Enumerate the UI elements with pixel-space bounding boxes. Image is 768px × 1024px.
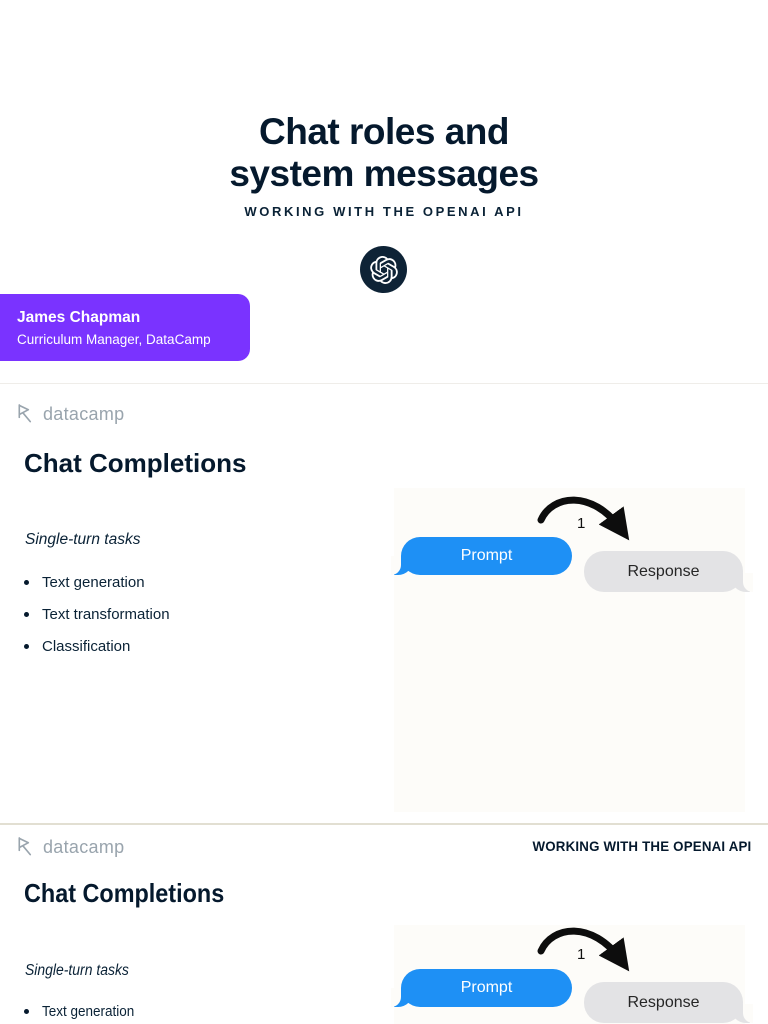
bullet-dot (24, 643, 29, 649)
datacamp-mark-icon (18, 404, 32, 423)
author-role: Curriculum Manager, DataCamp (17, 332, 211, 347)
prompt-label: Prompt (460, 979, 513, 996)
prompt-response-diagram: 1 Prompt Response (391, 488, 753, 812)
list-item: Text generation (24, 566, 170, 598)
slide-heading: Chat Completions (24, 448, 247, 478)
datacamp-mark-icon (18, 837, 32, 856)
slide-subheading: Single-turn tasks (25, 962, 140, 980)
openai-logo-icon (369, 255, 398, 284)
datacamp-wordmark: datacamp (43, 836, 125, 857)
bullet-dot (24, 611, 29, 617)
datacamp-logo: datacamp (15, 402, 124, 426)
list-item-label: Text transformation (42, 605, 170, 623)
list-item-label: Text generation (42, 1002, 135, 1020)
list-item: Text generation (24, 995, 145, 1024)
step-number: 1 (577, 946, 586, 963)
curved-arrow-icon (537, 496, 630, 541)
curved-arrow-icon (537, 927, 630, 972)
openai-logo-badge (360, 246, 407, 293)
slide-divider (0, 383, 768, 384)
slide-header-course-title: WORKING WITH THE OPENAI API (532, 838, 751, 854)
course-chapter-title: Chat roles and system messages (229, 111, 539, 194)
datacamp-logo: datacamp (15, 835, 124, 859)
author-card: James Chapman Curriculum Manager, DataCa… (0, 294, 250, 361)
prompt-bubble: Prompt (391, 969, 572, 1007)
list-item: Classification (24, 630, 170, 662)
slide-subheading-label: Single-turn tasks (25, 962, 129, 979)
bullet-dot (24, 579, 29, 585)
slide-divider (0, 823, 768, 825)
response-label: Response (627, 993, 700, 1011)
slide-heading: Chat Completions (24, 878, 246, 909)
list-item: Text transformation (24, 598, 170, 630)
slide-heading-label: Chat Completions (24, 878, 225, 908)
response-label: Response (627, 562, 700, 580)
bullet-dot (24, 1008, 29, 1014)
step-number: 1 (577, 515, 586, 532)
prompt-response-diagram: 1 Prompt Response (391, 925, 753, 1024)
bullet-list: Text generation (24, 995, 145, 1024)
response-bubble: Response (584, 982, 753, 1023)
list-item-label: Classification (42, 637, 131, 655)
list-item-label: Text generation (42, 573, 145, 591)
prompt-label: Prompt (460, 547, 513, 564)
response-bubble: Response (584, 551, 753, 592)
datacamp-wordmark: datacamp (43, 403, 125, 424)
bullet-list: Text generation Text transformation Clas… (24, 566, 170, 662)
author-name: James Chapman (17, 309, 141, 326)
course-title: WORKING WITH THE OPENAI API (244, 204, 524, 219)
slide-subheading: Single-turn tasks (25, 531, 141, 548)
prompt-bubble: Prompt (391, 537, 572, 575)
